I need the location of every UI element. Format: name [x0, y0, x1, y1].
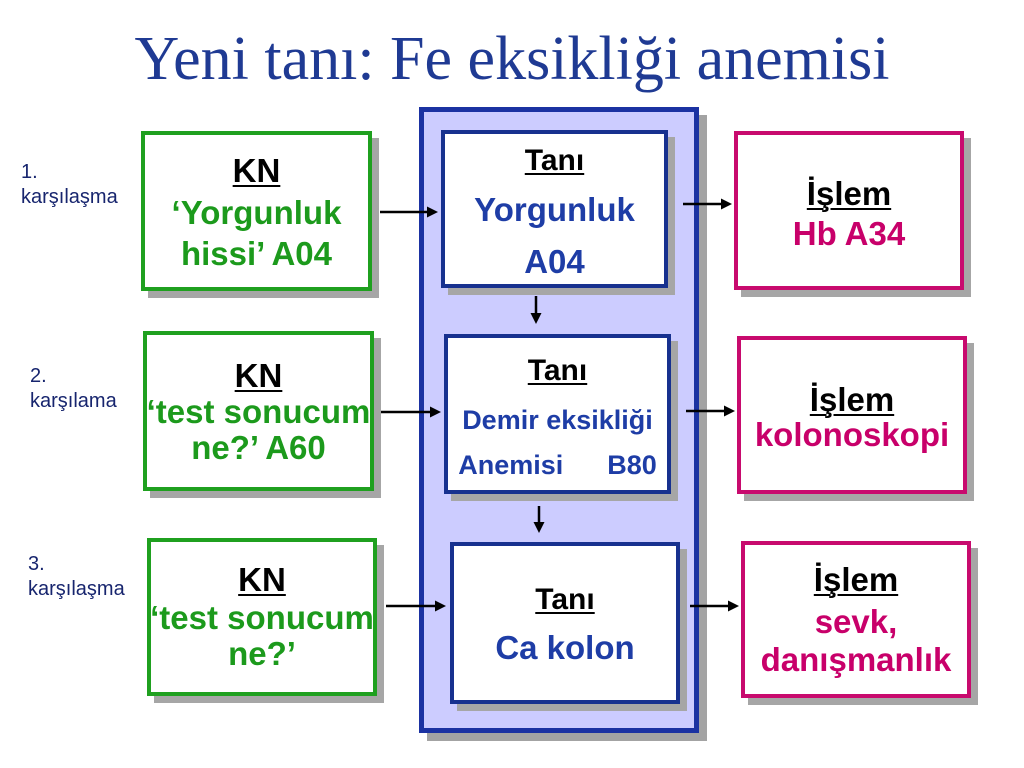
- diagnosis-box-2: Tanı Demir eksikliği Anemisi B80: [444, 334, 671, 494]
- diagnosis-text-line: Ca kolon: [495, 629, 635, 666]
- diagnosis-header: Tanı: [535, 583, 595, 616]
- encounter-label-text: karşılaşma: [21, 186, 118, 208]
- reason-for-encounter-box-1: KN ‘Yorgunluk hissi’ A04: [141, 131, 372, 291]
- diagnosis-header: Tanı: [527, 354, 588, 387]
- encounter-number: 3.: [28, 553, 45, 575]
- diagnosis-name: Anemisi: [458, 450, 564, 480]
- encounter-label-2: 2. karşılama: [30, 364, 148, 416]
- encounter-number: 1.: [21, 161, 38, 183]
- reason-text-line: ‘test sonucum: [146, 393, 371, 430]
- reason-text-line: ‘test sonucum: [150, 599, 374, 636]
- process-header: İşlem: [813, 561, 899, 598]
- process-box-3: İşlem sevk, danışmanlık: [741, 541, 971, 698]
- reason-text-line: ne?’: [228, 635, 296, 672]
- reason-header: KN: [238, 561, 286, 598]
- diagnosis-code: B80: [607, 450, 657, 480]
- encounter-number: 2.: [30, 365, 47, 387]
- process-box-2: İşlem kolonoskopi: [737, 336, 967, 494]
- process-text-line: Hb A34: [792, 215, 906, 252]
- diagnosis-header: Tanı: [524, 144, 585, 177]
- slide-title: Yeni tanı: Fe eksikliği anemisi: [134, 25, 890, 93]
- process-header: İşlem: [806, 175, 892, 212]
- process-box-1: İşlem Hb A34: [734, 131, 964, 290]
- reason-for-encounter-box-2: KN ‘test sonucum ne?’ A60: [143, 331, 374, 491]
- diagnosis-text-line: Yorgunluk: [474, 191, 635, 228]
- process-text-line: kolonoskopi: [754, 416, 950, 453]
- reason-header: KN: [234, 357, 283, 394]
- process-text-line: danışmanlık: [760, 641, 952, 678]
- diagnosis-text-line: Demir eksikliği: [462, 405, 653, 435]
- reason-text-line: hissi’ A04: [180, 235, 333, 272]
- diagnosis-box-3: Tanı Ca kolon: [450, 542, 680, 704]
- reason-text-line: ne?’ A60: [191, 429, 326, 466]
- reason-for-encounter-box-3: KN ‘test sonucum ne?’: [147, 538, 377, 696]
- diagnosis-text-line: A04: [524, 243, 585, 280]
- encounter-label-1: 1. karşılaşma: [21, 160, 139, 212]
- diagnosis-box-1: Tanı Yorgunluk A04: [441, 130, 668, 288]
- reason-text-line: ‘Yorgunluk: [171, 194, 342, 231]
- process-text-line: sevk,: [814, 603, 898, 640]
- reason-header: KN: [232, 152, 281, 189]
- diagnosis-text-line: Anemisi B80: [408, 449, 707, 481]
- encounter-label-text: karşılaşma: [28, 578, 125, 600]
- encounter-label-text: karşılama: [30, 390, 117, 412]
- encounter-label-3: 3. karşılaşma: [28, 552, 146, 604]
- process-header: İşlem: [809, 381, 895, 418]
